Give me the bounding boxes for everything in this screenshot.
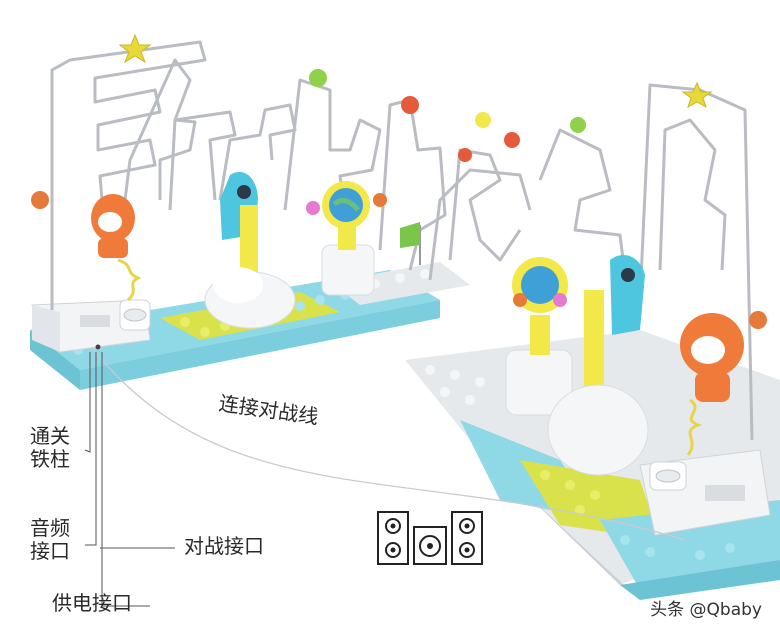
watermark: 头条 @Qbaby <box>650 600 762 620</box>
speaker-icon-right <box>451 511 483 565</box>
label-audio-port: 音频 接口 <box>30 516 70 563</box>
globe-tower-left <box>306 181 387 296</box>
speaker-icons <box>377 511 483 565</box>
battle-cable <box>91 347 686 541</box>
speaker-icon-center <box>413 526 447 565</box>
speaker-icon-left <box>377 511 409 565</box>
callout-lines <box>84 352 175 607</box>
astronaut-right <box>680 313 744 456</box>
astronaut-left <box>91 194 142 302</box>
rocket-right <box>547 255 649 476</box>
right-control-box <box>639 449 771 536</box>
flag <box>400 222 421 265</box>
rocket-left <box>204 171 296 329</box>
star-icons <box>118 33 713 109</box>
globe-tower-right <box>505 257 573 416</box>
label-clear-pillar: 通关 铁柱 <box>30 424 70 471</box>
label-power-port: 供电接口 <box>52 591 132 615</box>
bead-rings <box>31 69 767 329</box>
label-battle-port: 对战接口 <box>184 534 264 558</box>
left-control-box <box>31 299 151 353</box>
